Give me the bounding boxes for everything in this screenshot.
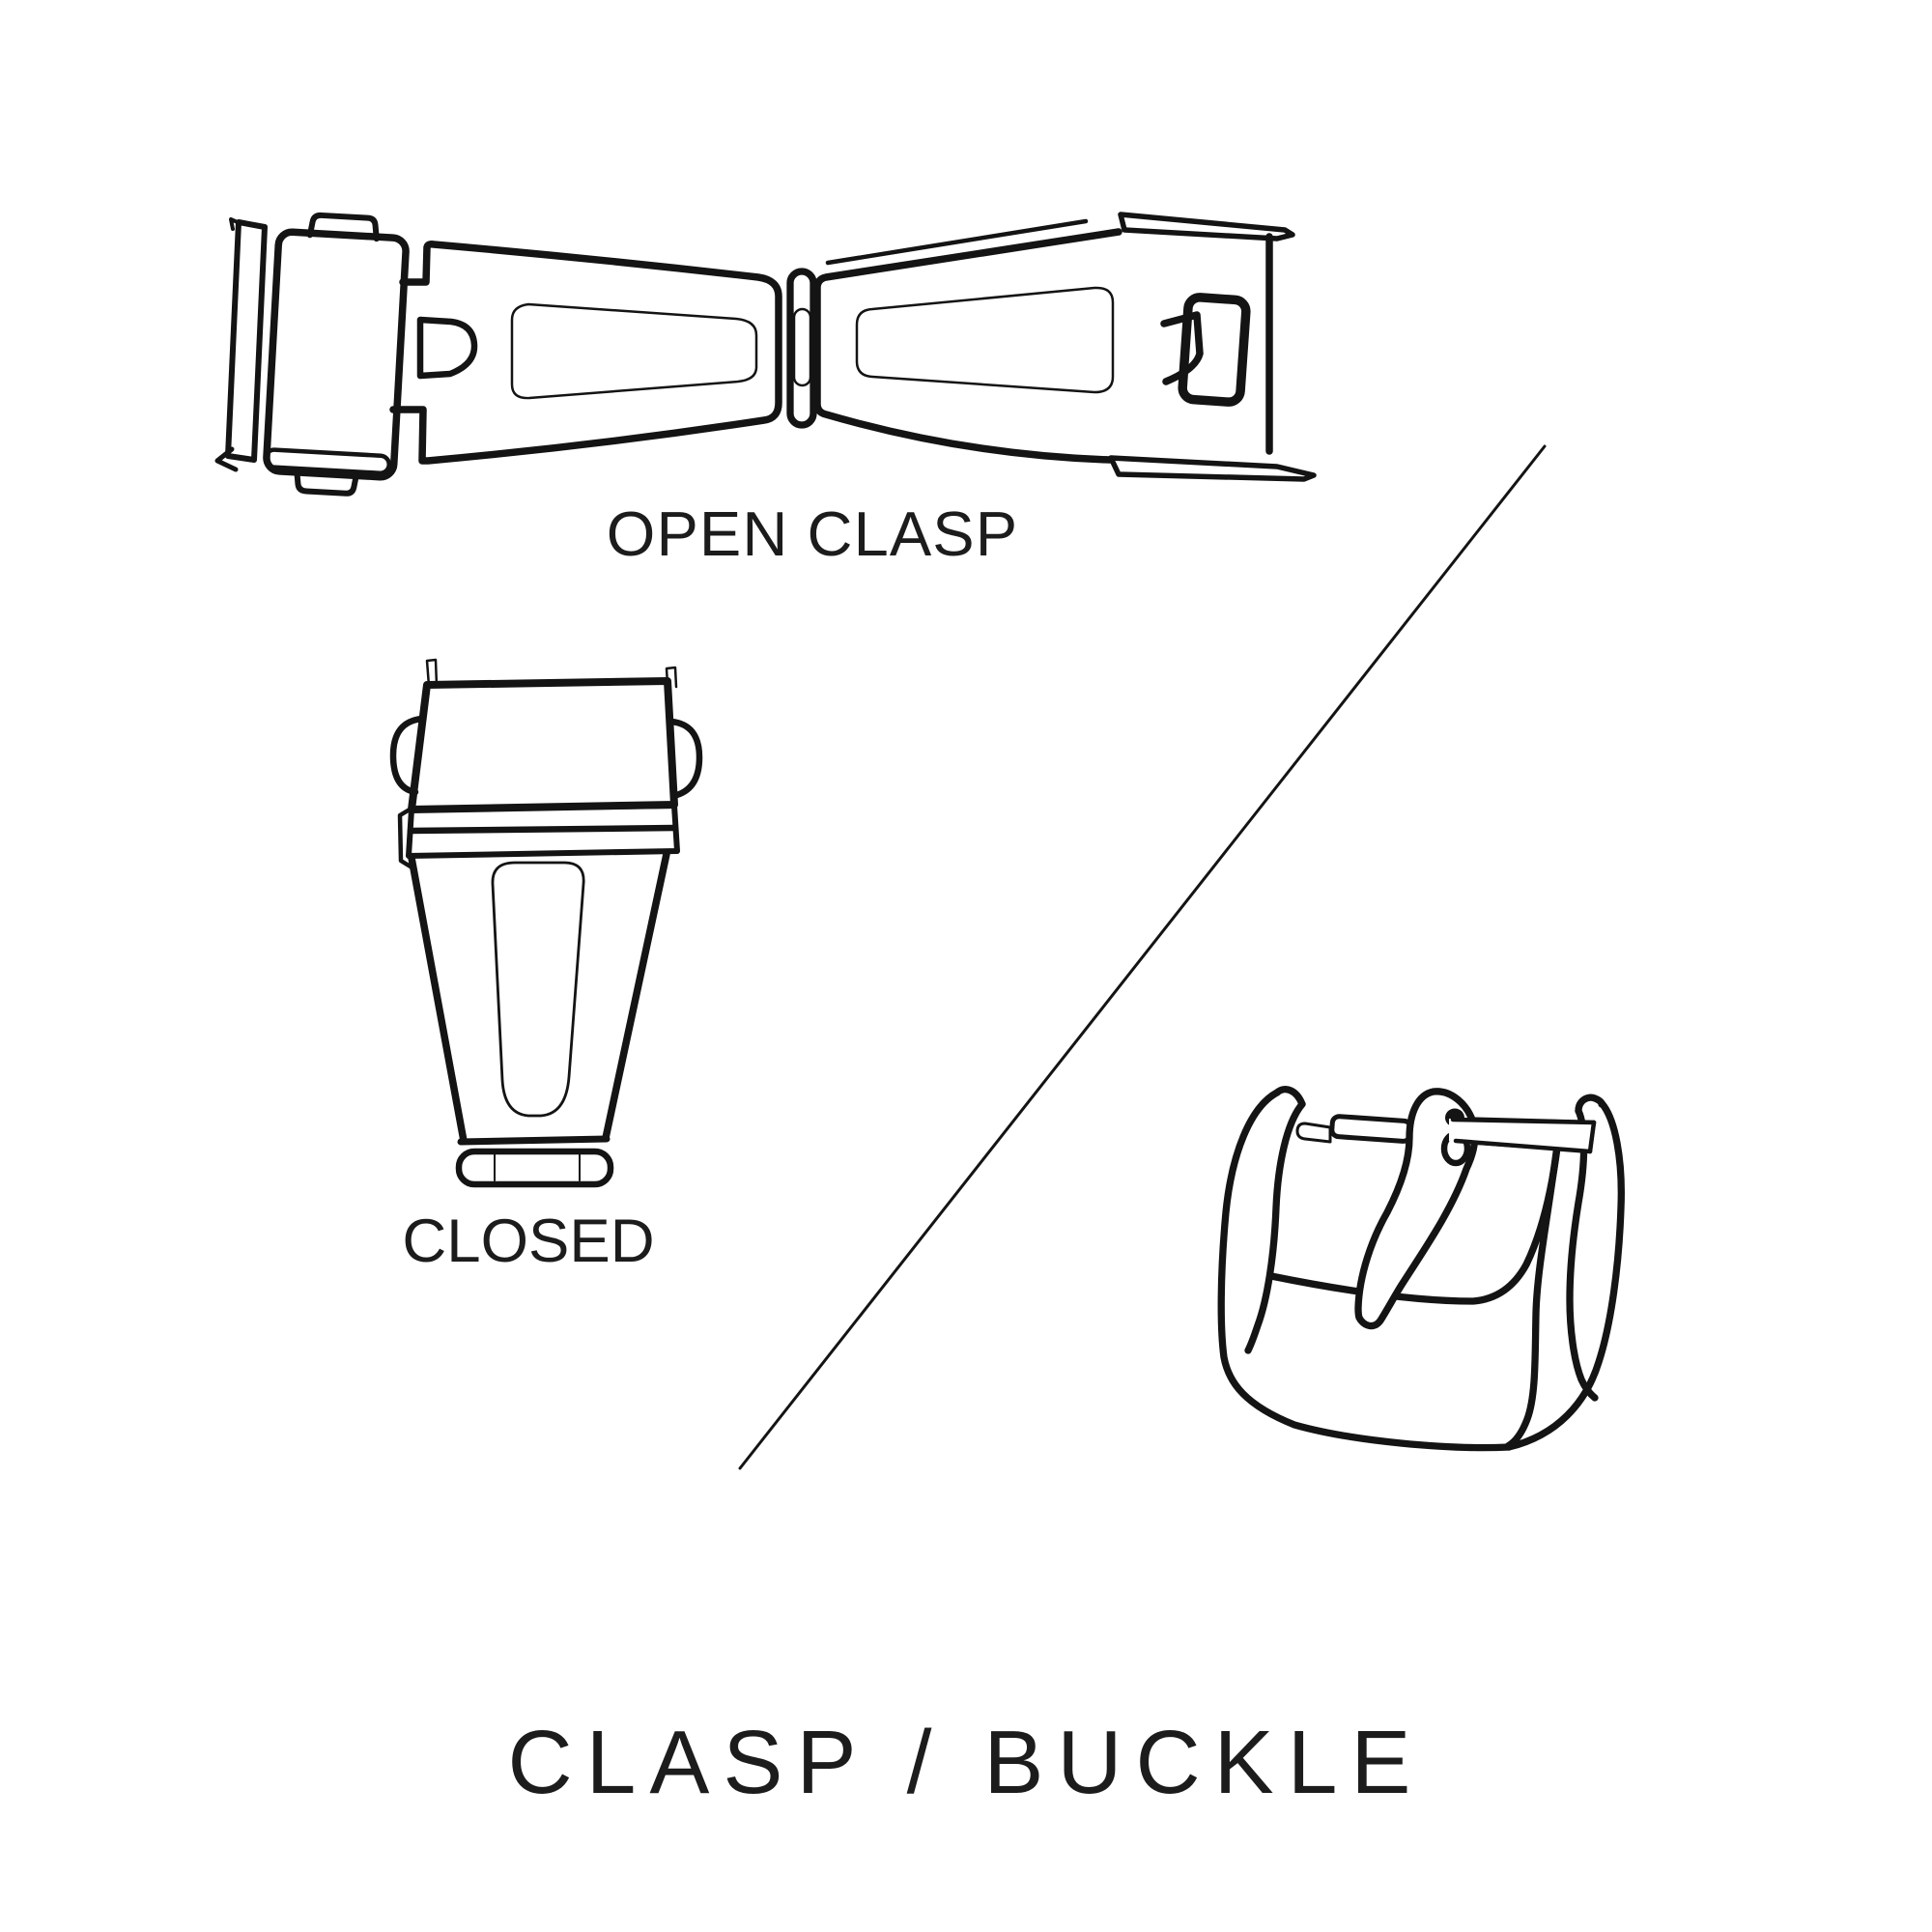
- svg-text:CLASP / BUCKLE: CLASP / BUCKLE: [508, 1712, 1425, 1812]
- svg-text:CLOSED: CLOSED: [402, 1208, 654, 1275]
- svg-text:OPEN CLASP: OPEN CLASP: [607, 498, 1018, 569]
